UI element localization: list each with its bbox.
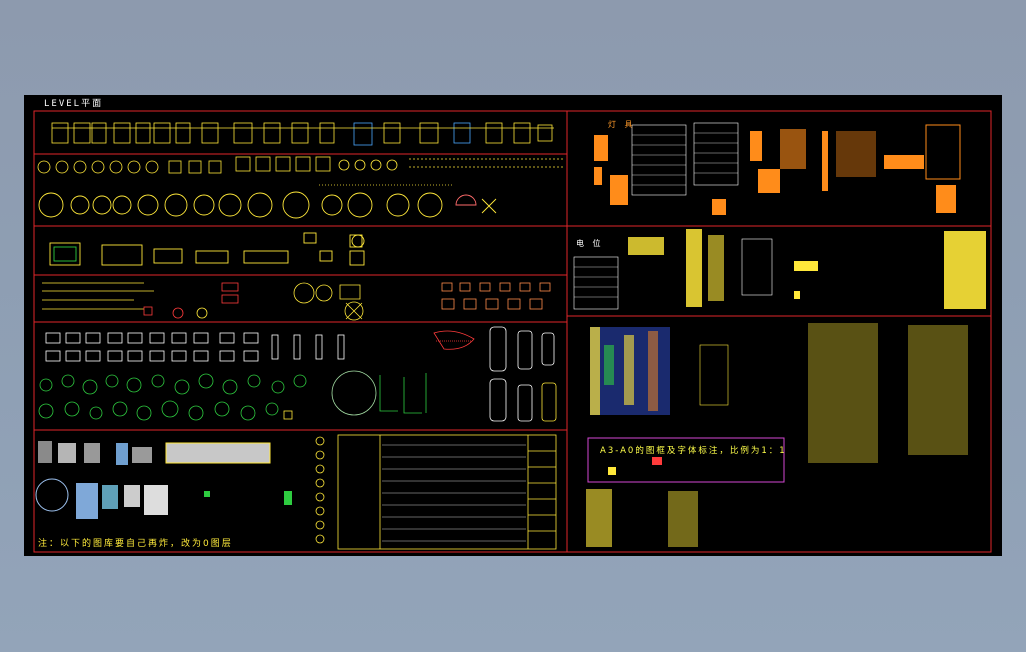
texture-symbols — [35, 441, 292, 519]
electrical-legend — [573, 229, 986, 310]
cad-drawing-canvas[interactable]: LEVEL平面 注：以下的图库要自己再炸，改为0图层 A3-A0的图框及字体标注… — [24, 95, 1002, 556]
car-symbols — [489, 326, 557, 422]
cad-linework — [33, 110, 992, 553]
bed-symbols — [51, 122, 554, 146]
round-table-symbols — [38, 191, 497, 219]
people-symbols — [441, 282, 551, 310]
hatch-lines — [382, 444, 526, 542]
plant-symbols — [38, 370, 427, 421]
electrical-label: 电 位 — [576, 239, 604, 248]
right-frame — [566, 110, 992, 553]
sofa-symbols — [45, 332, 345, 362]
title-block-legend — [586, 323, 968, 547]
lights-label: 灯 具 — [608, 120, 636, 129]
light-fixture-legend — [594, 122, 961, 215]
scale-note: A3-A0的图框及字体标注，比例为1：1 — [600, 446, 787, 456]
red-detail — [433, 330, 475, 350]
accessory-symbols — [42, 282, 364, 321]
stair-symbols — [315, 434, 557, 550]
table-symbols — [37, 156, 564, 186]
drawing-title: LEVEL平面 — [44, 99, 104, 109]
light-table-lines — [632, 132, 738, 186]
bottom-note: 注：以下的图库要自己再炸，改为0图层 — [38, 539, 233, 549]
dining-set-symbols — [49, 232, 365, 266]
